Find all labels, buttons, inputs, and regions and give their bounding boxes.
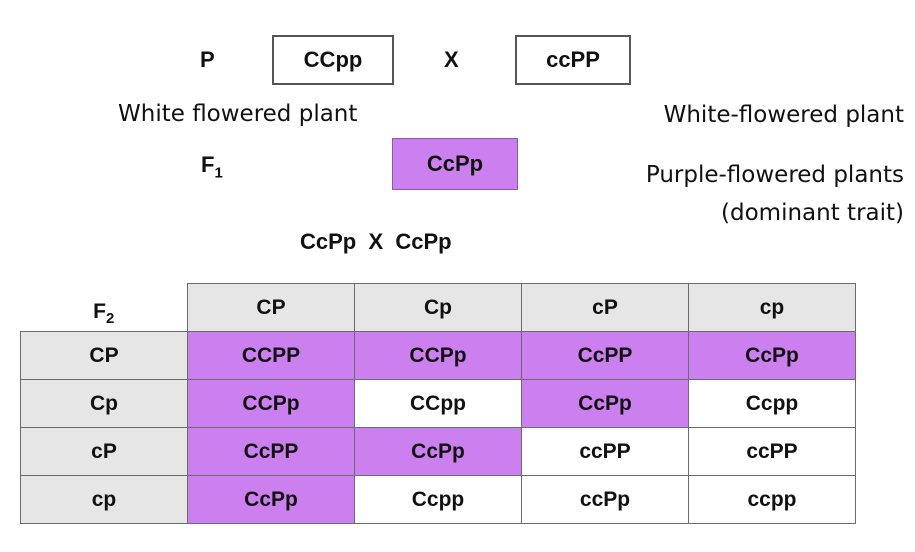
punnett-row: cp CcPp Ccpp ccPp ccpp [20,475,856,524]
offspring-genotype-cell: CCPP [187,331,355,380]
offspring-genotype-cell: CcPP [521,331,689,380]
f1-label-subscript: 1 [214,164,223,182]
offspring-genotype-cell: CcPp [354,427,522,476]
column-gamete-header: CP [187,283,355,332]
parent1-caption: White flowered plant [118,101,358,127]
offspring-genotype-cell: CcPP [187,427,355,476]
offspring-genotype-cell: ccPP [521,427,689,476]
parent2-genotype-box: ccPP [515,35,631,85]
f1-caption-line1: Purple-flowered plants [645,162,904,188]
column-gamete-header: cP [521,283,689,332]
offspring-genotype-cell: CCpp [354,379,522,428]
punnett-row: cP CcPP CcPp ccPP ccPP [20,427,856,476]
f1-caption-line2: (dominant trait) [721,200,904,226]
f2-generation-label: F2 [20,283,188,332]
parent1-genotype: CCpp [303,47,363,72]
offspring-genotype-cell: CcPp [521,379,689,428]
f1-label-letter: F [201,152,215,177]
punnett-row: CP CCPP CCPp CcPP CcPp [20,331,856,380]
offspring-genotype-cell: CcPp [688,331,856,380]
parent2-genotype: ccPP [546,47,600,72]
gamete-header-row: F2 CP Cp cP cp [20,283,856,332]
column-gamete-header: cp [688,283,856,332]
f1-genotype-box: CcPp [392,138,518,190]
row-gamete-header: Cp [20,379,188,428]
f2-label-subscript: 2 [105,310,115,327]
offspring-genotype-cell: ccPp [521,475,689,524]
offspring-genotype-cell: CcPp [187,475,355,524]
cross-symbol: X [444,47,459,72]
parent1-genotype-box: CCpp [272,35,394,85]
column-gamete-header: Cp [354,283,522,332]
p-generation-label: P [200,47,215,72]
offspring-genotype-cell: CCPp [187,379,355,428]
f2-label-letter: F [93,299,106,323]
parent2-caption: White-flowered plant [663,102,904,128]
f1-generation-label: F1 [201,152,223,181]
offspring-genotype-cell: ccPP [688,427,856,476]
offspring-genotype-cell: Ccpp [688,379,856,428]
row-gamete-header: CP [20,331,188,380]
row-gamete-header: cp [20,475,188,524]
f1-self-cross: CcPp X CcPp [300,229,452,254]
offspring-genotype-cell: CCPp [354,331,522,380]
punnett-square: F2 CP Cp cP cp CP CCPP CCPp CcPP CcPp Cp… [20,283,856,524]
punnett-row: Cp CCPp CCpp CcPp Ccpp [20,379,856,428]
offspring-genotype-cell: Ccpp [354,475,522,524]
row-gamete-header: cP [20,427,188,476]
f1-genotype: CcPp [426,151,484,176]
offspring-genotype-cell: ccpp [688,475,856,524]
